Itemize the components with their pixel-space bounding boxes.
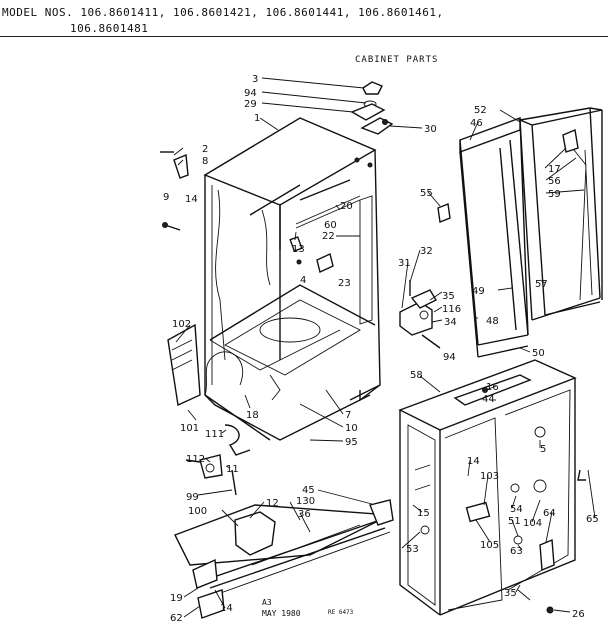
gasket-frames bbox=[459, 107, 603, 358]
callout: 9 bbox=[163, 192, 169, 203]
callout: 29 bbox=[244, 99, 257, 110]
cabinet-small-parts bbox=[289, 195, 361, 273]
middle-hinge-group bbox=[399, 203, 451, 349]
callout: 102 bbox=[172, 319, 191, 330]
drawing-number: RE 6473 bbox=[328, 609, 354, 616]
callout: 59 bbox=[548, 189, 561, 200]
callout: 99 bbox=[186, 492, 199, 503]
callout: 94 bbox=[443, 352, 456, 363]
callout: 104 bbox=[523, 518, 542, 529]
callout: 30 bbox=[424, 124, 437, 135]
callout: 57 bbox=[535, 279, 548, 290]
callout: 50 bbox=[532, 348, 545, 359]
callout: 19 bbox=[170, 593, 183, 604]
callout: 46 bbox=[470, 118, 483, 129]
left-hardware-group bbox=[160, 151, 251, 496]
callout: 49 bbox=[472, 286, 485, 297]
callout: 60 bbox=[324, 220, 337, 231]
callout: 14 bbox=[220, 603, 233, 614]
callout: 112 bbox=[186, 454, 205, 465]
callout: 62 bbox=[170, 613, 183, 624]
callout: 35 bbox=[504, 588, 517, 599]
drawing-code: A3 bbox=[262, 598, 272, 607]
model-numbers-line1: MODEL NOS. 106.8601411, 106.8601421, 106… bbox=[2, 6, 444, 19]
callout: 45 bbox=[302, 485, 315, 496]
callout: 100 bbox=[188, 506, 207, 517]
callout: 58 bbox=[410, 370, 423, 381]
drawing-date: MAY 1980 bbox=[262, 609, 301, 618]
callout: 101 bbox=[180, 423, 199, 434]
cabinet-shell bbox=[203, 117, 381, 441]
model-numbers-line2: 106.8601481 bbox=[70, 22, 149, 35]
header-rule bbox=[0, 36, 608, 37]
callout: 1 bbox=[254, 113, 260, 124]
callout: 56 bbox=[548, 176, 561, 187]
callout: 23 bbox=[338, 278, 351, 289]
callout: 35 bbox=[442, 291, 455, 302]
callout: 105 bbox=[480, 540, 499, 551]
callout: 51 bbox=[508, 516, 521, 527]
liner-cabinet bbox=[398, 359, 586, 616]
callout: 103 bbox=[480, 471, 499, 482]
callout: 8 bbox=[202, 156, 208, 167]
callout: 63 bbox=[510, 546, 523, 557]
callout: 32 bbox=[420, 246, 433, 257]
callout: 36 bbox=[298, 509, 311, 520]
top-hinge-group bbox=[350, 81, 394, 135]
callout: 130 bbox=[296, 496, 315, 507]
callout: 17 bbox=[548, 164, 561, 175]
callout: 94 bbox=[244, 88, 257, 99]
section-title: CABINET PARTS bbox=[355, 55, 439, 65]
callout: 95 bbox=[345, 437, 358, 448]
callout: 5 bbox=[540, 444, 546, 455]
leader-lines bbox=[173, 77, 596, 618]
callout: 4 bbox=[300, 275, 306, 286]
callout: 11 bbox=[226, 464, 239, 475]
callout: 64 bbox=[543, 508, 556, 519]
callout: 15 bbox=[417, 508, 430, 519]
callout: 26 bbox=[572, 609, 585, 620]
callout: 18 bbox=[246, 410, 259, 421]
callout: 2 bbox=[202, 144, 208, 155]
callout: 14 bbox=[185, 194, 198, 205]
callout: 22 bbox=[322, 231, 335, 242]
callout: 111 bbox=[205, 429, 224, 440]
callout: 44 bbox=[482, 394, 495, 405]
callout: 48 bbox=[486, 316, 499, 327]
callout: 12 bbox=[266, 498, 279, 509]
callout: 55 bbox=[420, 188, 433, 199]
callout: 31 bbox=[398, 258, 411, 269]
callout: 10 bbox=[345, 423, 358, 434]
callout: 14 bbox=[467, 456, 480, 467]
base-assembly bbox=[174, 499, 394, 619]
callout: 34 bbox=[444, 317, 457, 328]
callout: 53 bbox=[406, 544, 419, 555]
callout: 65 bbox=[586, 514, 599, 525]
callout: 20 bbox=[340, 201, 353, 212]
callout: 54 bbox=[510, 504, 523, 515]
callout: 13 bbox=[292, 244, 305, 255]
callout: 16 bbox=[486, 382, 499, 393]
callout: 7 bbox=[345, 410, 351, 421]
callout: 3 bbox=[252, 74, 258, 85]
callout: 52 bbox=[474, 105, 487, 116]
callout: 116 bbox=[442, 304, 461, 315]
callout-labels: 3 94 29 30 1 2 8 9 14 52 46 55 17 56 59 … bbox=[163, 74, 599, 624]
